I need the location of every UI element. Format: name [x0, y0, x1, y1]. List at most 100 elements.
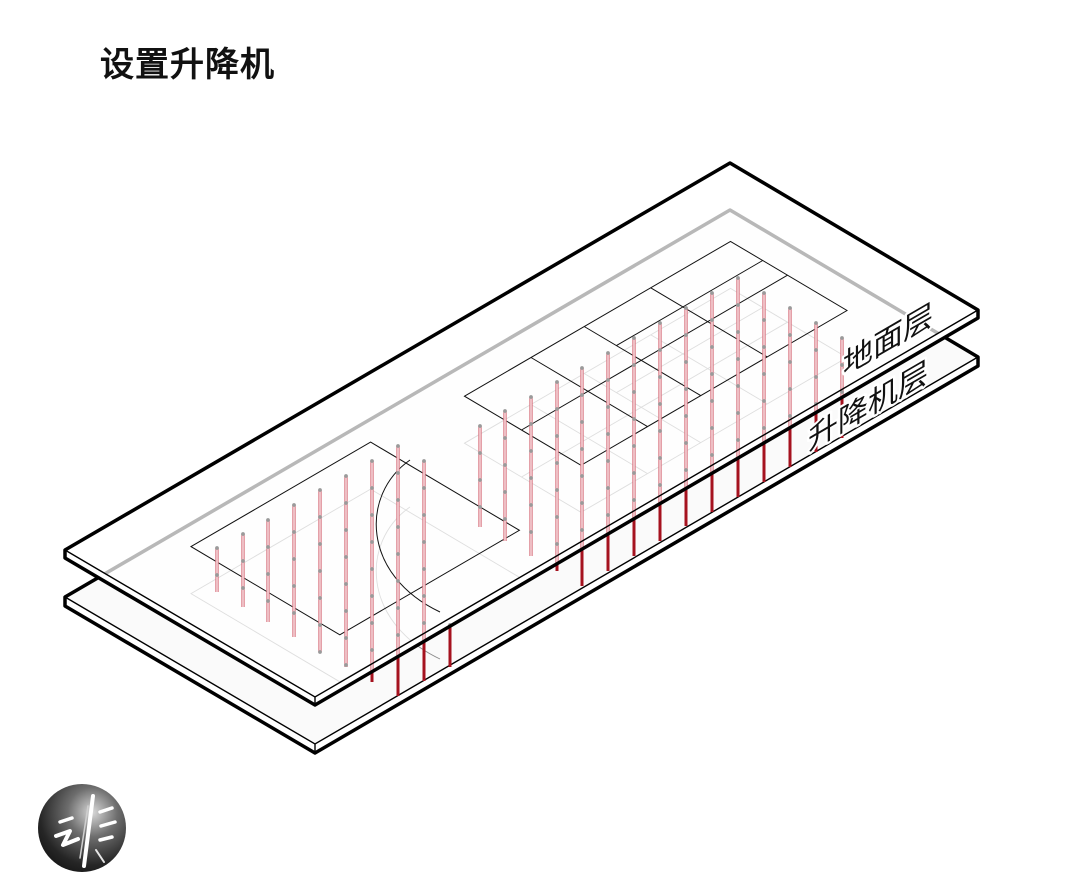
lift-column-node	[658, 348, 662, 352]
ground-floor-middle-zone-outline	[463, 240, 848, 466]
lift-column-node	[632, 498, 636, 502]
lift-column-node	[396, 444, 400, 448]
lift-column-node	[503, 490, 507, 494]
lift-column	[503, 409, 507, 541]
lift-column-node	[529, 395, 533, 399]
lift-column-node	[344, 636, 348, 640]
lift-column-node	[658, 456, 662, 460]
lift-column-node	[658, 429, 662, 433]
lift-column-node	[241, 586, 245, 590]
lift-column-node	[422, 594, 426, 598]
lift-column-node	[318, 488, 322, 492]
lift-column-node	[684, 387, 688, 391]
lift-column-node	[684, 414, 688, 418]
lift-column-node	[503, 436, 507, 440]
lift-column-node	[529, 530, 533, 534]
lift-column-node	[292, 611, 296, 615]
lift-column-node	[478, 451, 482, 455]
lift-column-node	[788, 414, 792, 418]
brush-circle-logo	[38, 784, 126, 872]
lift-column-node	[370, 459, 374, 463]
lift-column-node	[736, 411, 740, 415]
lift-column-node	[396, 579, 400, 583]
lift-column-node	[580, 474, 584, 478]
lift-column	[241, 532, 245, 607]
lift-column-node	[529, 503, 533, 507]
lift-column	[370, 459, 374, 682]
lift-column-node	[684, 441, 688, 445]
lift-column-node	[555, 542, 559, 546]
lift-column-node	[632, 363, 636, 367]
lift-column-node	[396, 471, 400, 475]
lift-column-node	[840, 336, 844, 340]
lift-column-node	[606, 432, 610, 436]
lift-column-node	[478, 478, 482, 482]
lift-column	[555, 380, 559, 571]
lift-column-node	[762, 345, 766, 349]
lift-column-node	[762, 426, 766, 430]
lift-column	[396, 444, 400, 696]
lift-column-node	[422, 513, 426, 517]
lift-column	[344, 474, 348, 667]
lift-column	[606, 351, 610, 571]
ground-floor-grid-line	[530, 357, 648, 428]
lift-column-node	[318, 596, 322, 600]
lift-column-node	[370, 594, 374, 598]
lift-column-node	[710, 345, 714, 349]
lift-column	[478, 424, 482, 527]
lift-column-node	[503, 517, 507, 521]
lift-column-node	[529, 422, 533, 426]
lift-column-node	[503, 409, 507, 413]
lift-column-node	[658, 483, 662, 487]
lift-column-node	[606, 459, 610, 463]
lift-column-node	[788, 306, 792, 310]
lift-column-node	[606, 351, 610, 355]
lift-column-node	[344, 663, 348, 667]
lift-column-node	[266, 572, 270, 576]
lift-column-node	[370, 621, 374, 625]
lift-column-node	[710, 372, 714, 376]
lift-column-node	[736, 438, 740, 442]
lift-column-node	[370, 567, 374, 571]
lift-column-node	[788, 333, 792, 337]
lift-column-node	[555, 434, 559, 438]
lift-column-node	[736, 276, 740, 280]
ground-floor-left-zone-outline	[190, 441, 521, 636]
lift-column-node	[555, 461, 559, 465]
lift-column-node	[762, 318, 766, 322]
lift-column-node	[710, 291, 714, 295]
lift-column-node	[422, 486, 426, 490]
lift-column-node	[241, 559, 245, 563]
lift-column	[684, 306, 688, 526]
lift-column-node	[555, 488, 559, 492]
lift-column-node	[422, 567, 426, 571]
lift-column	[292, 503, 296, 637]
lift-column-node	[710, 318, 714, 322]
lift-column-node	[344, 501, 348, 505]
lift-column-node	[632, 336, 636, 340]
lift-column-node	[580, 447, 584, 451]
lift-column-node	[658, 375, 662, 379]
lift-column-node	[422, 459, 426, 463]
ground-slab-outline-group	[63, 161, 980, 707]
lift-column-node	[396, 525, 400, 529]
lift-column-node	[555, 407, 559, 411]
lift-column-node	[606, 486, 610, 490]
lift-column	[632, 336, 636, 556]
lift-column	[658, 321, 662, 541]
lift-column-node	[292, 557, 296, 561]
lift-column-node	[422, 540, 426, 544]
ground-slab-outline	[63, 161, 980, 707]
lift-column-node	[370, 513, 374, 517]
lift-column-node	[632, 390, 636, 394]
lift-column-node	[292, 503, 296, 507]
ground-floor-grid-line	[521, 274, 788, 431]
lift-column-node	[318, 650, 322, 654]
lift-column	[266, 518, 270, 622]
lift-column-node	[632, 417, 636, 421]
lift-column-node	[762, 399, 766, 403]
lift-column	[529, 395, 533, 556]
lift-column-node	[684, 360, 688, 364]
lift-column-node	[710, 426, 714, 430]
page-title: 设置升降机	[100, 45, 275, 85]
